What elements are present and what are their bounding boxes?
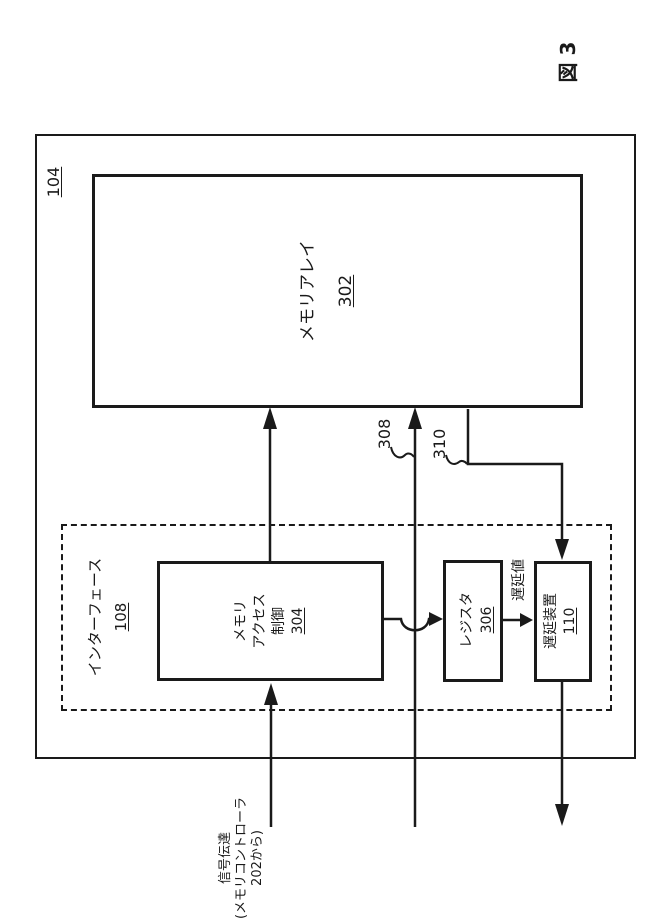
input-signal-line3: 202から) xyxy=(250,830,265,886)
memory-array-name: メモリアレイ xyxy=(298,240,318,342)
memory-access-control-box xyxy=(157,561,384,681)
delay-value-label: 遅延値 xyxy=(511,559,527,601)
register-ref: 306 xyxy=(479,606,495,634)
mac-line2: アクセス xyxy=(252,593,268,649)
delay-device-box xyxy=(534,561,592,682)
delay-device-label: 遅延装置 110 xyxy=(542,586,580,656)
delay-device-name: 遅延装置 xyxy=(543,593,559,649)
mac-ref: 304 xyxy=(290,607,306,635)
system-ref-label: 104 xyxy=(44,162,64,202)
mac-line1: メモリ xyxy=(233,600,249,642)
arrowhead-delay-output xyxy=(555,804,569,826)
register-name: レジスタ xyxy=(459,592,475,648)
signal-308-label: 308 xyxy=(375,418,394,450)
input-signal-line2: (メモリコントローラ xyxy=(234,796,249,920)
input-signal-line1: 信号伝達 xyxy=(218,832,233,885)
memory-array-box xyxy=(92,174,583,408)
interface-name: インターフェース xyxy=(86,557,104,677)
system-ref-number: 104 xyxy=(44,166,63,198)
memory-access-control-label: メモリ アクセス 制御 304 xyxy=(232,586,308,656)
mac-line3: 制御 xyxy=(271,607,287,635)
delay-device-ref: 110 xyxy=(562,607,578,635)
interface-ref: 108 xyxy=(112,602,130,632)
memory-array-ref: 302 xyxy=(336,274,356,308)
interface-label: インターフェース 108 xyxy=(82,552,134,682)
system-box-104 xyxy=(35,134,636,759)
register-box xyxy=(443,560,503,682)
figure-caption: 図 3 xyxy=(556,41,580,83)
signal-310-label: 310 xyxy=(430,428,449,460)
interface-box xyxy=(61,524,612,711)
input-signal-label: 信号伝達 (メモリコントローラ 202から) xyxy=(218,793,266,921)
register-label: レジスタ 306 xyxy=(457,585,497,655)
memory-array-label: メモリアレイ 302 xyxy=(289,231,365,351)
